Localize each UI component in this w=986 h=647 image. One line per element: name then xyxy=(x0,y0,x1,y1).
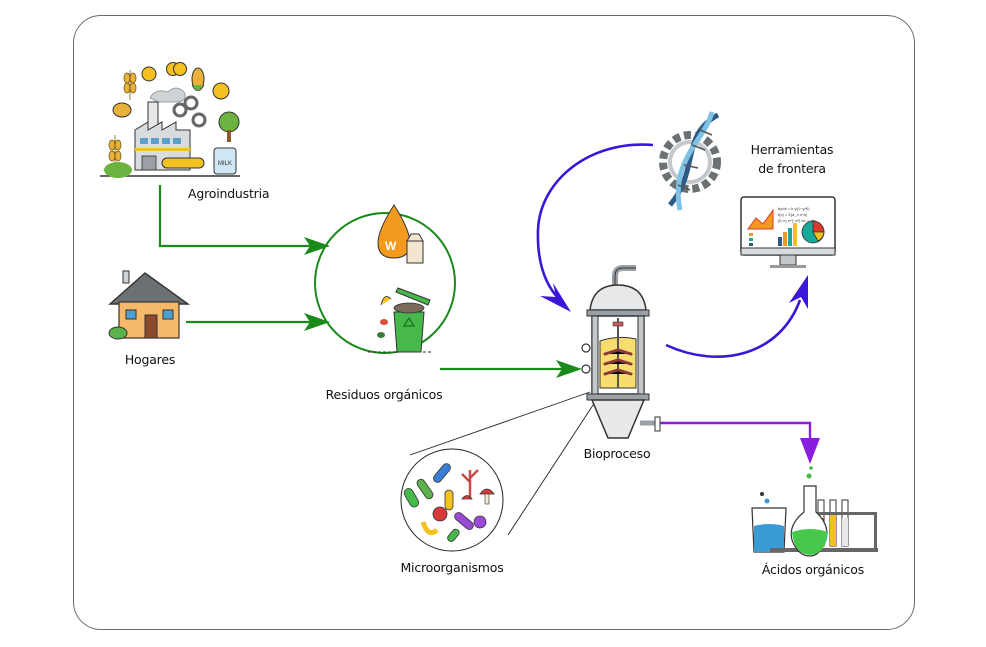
label-agroindustria: Agroindustria xyxy=(188,186,270,201)
dna-gear-icon xyxy=(659,111,721,211)
arrowhead-icon xyxy=(540,283,571,312)
bioreactor-icon xyxy=(581,265,661,439)
house-icon xyxy=(108,270,191,340)
arrowhead-icon xyxy=(800,438,820,464)
label-bioproceso: Bioproceso xyxy=(583,446,651,461)
edge-bioproceso-herramientas xyxy=(665,275,808,358)
organic-waste-icon: W xyxy=(314,204,456,354)
svg-text:f(x) = Σ(a_n x^n): f(x) = Σ(a_n x^n) xyxy=(778,212,808,217)
diagram-frame xyxy=(73,15,915,630)
edge-residuos-bioproceso xyxy=(440,360,582,378)
edge-herramientas-bioproceso xyxy=(536,143,654,312)
arrowhead-icon xyxy=(789,275,808,309)
analytics-monitor-icon: dy/dt = k·y(1−y/K) f(x) = Σ(a_n x^n) [0,… xyxy=(740,196,836,268)
arrowhead-icon xyxy=(304,313,330,331)
svg-text:MILK: MILK xyxy=(218,161,232,167)
edge-bioproceso-acidos xyxy=(660,421,820,464)
svg-text:dy/dt = k·y(1−y/K): dy/dt = k·y(1−y/K) xyxy=(778,206,810,211)
arrowhead-icon xyxy=(304,237,330,255)
lab-flasks-icon xyxy=(751,466,878,557)
label-residuos-organicos: Residuos orgánicos xyxy=(325,387,443,402)
label-microorganismos: Microorganismos xyxy=(400,560,504,575)
svg-text:W: W xyxy=(385,239,397,253)
edge-microorganismos-zoom xyxy=(409,391,596,536)
label-herramientas-line1: Herramientas xyxy=(750,142,834,157)
svg-text:[0,∞) e^(−x²) dx = √π: [0,∞) e^(−x²) dx = √π xyxy=(778,218,815,223)
edge-hogares-residuos xyxy=(186,313,330,331)
microbes-icon xyxy=(400,448,504,552)
label-hogares: Hogares xyxy=(124,352,176,367)
factory-agriculture-icon: MILK xyxy=(100,62,240,178)
label-herramientas-line2: de frontera xyxy=(758,161,826,176)
label-acidos-organicos: Ácidos orgánicos xyxy=(761,562,865,577)
edge-agroindustria-residuos xyxy=(158,185,330,255)
arrowhead-icon xyxy=(556,360,582,378)
